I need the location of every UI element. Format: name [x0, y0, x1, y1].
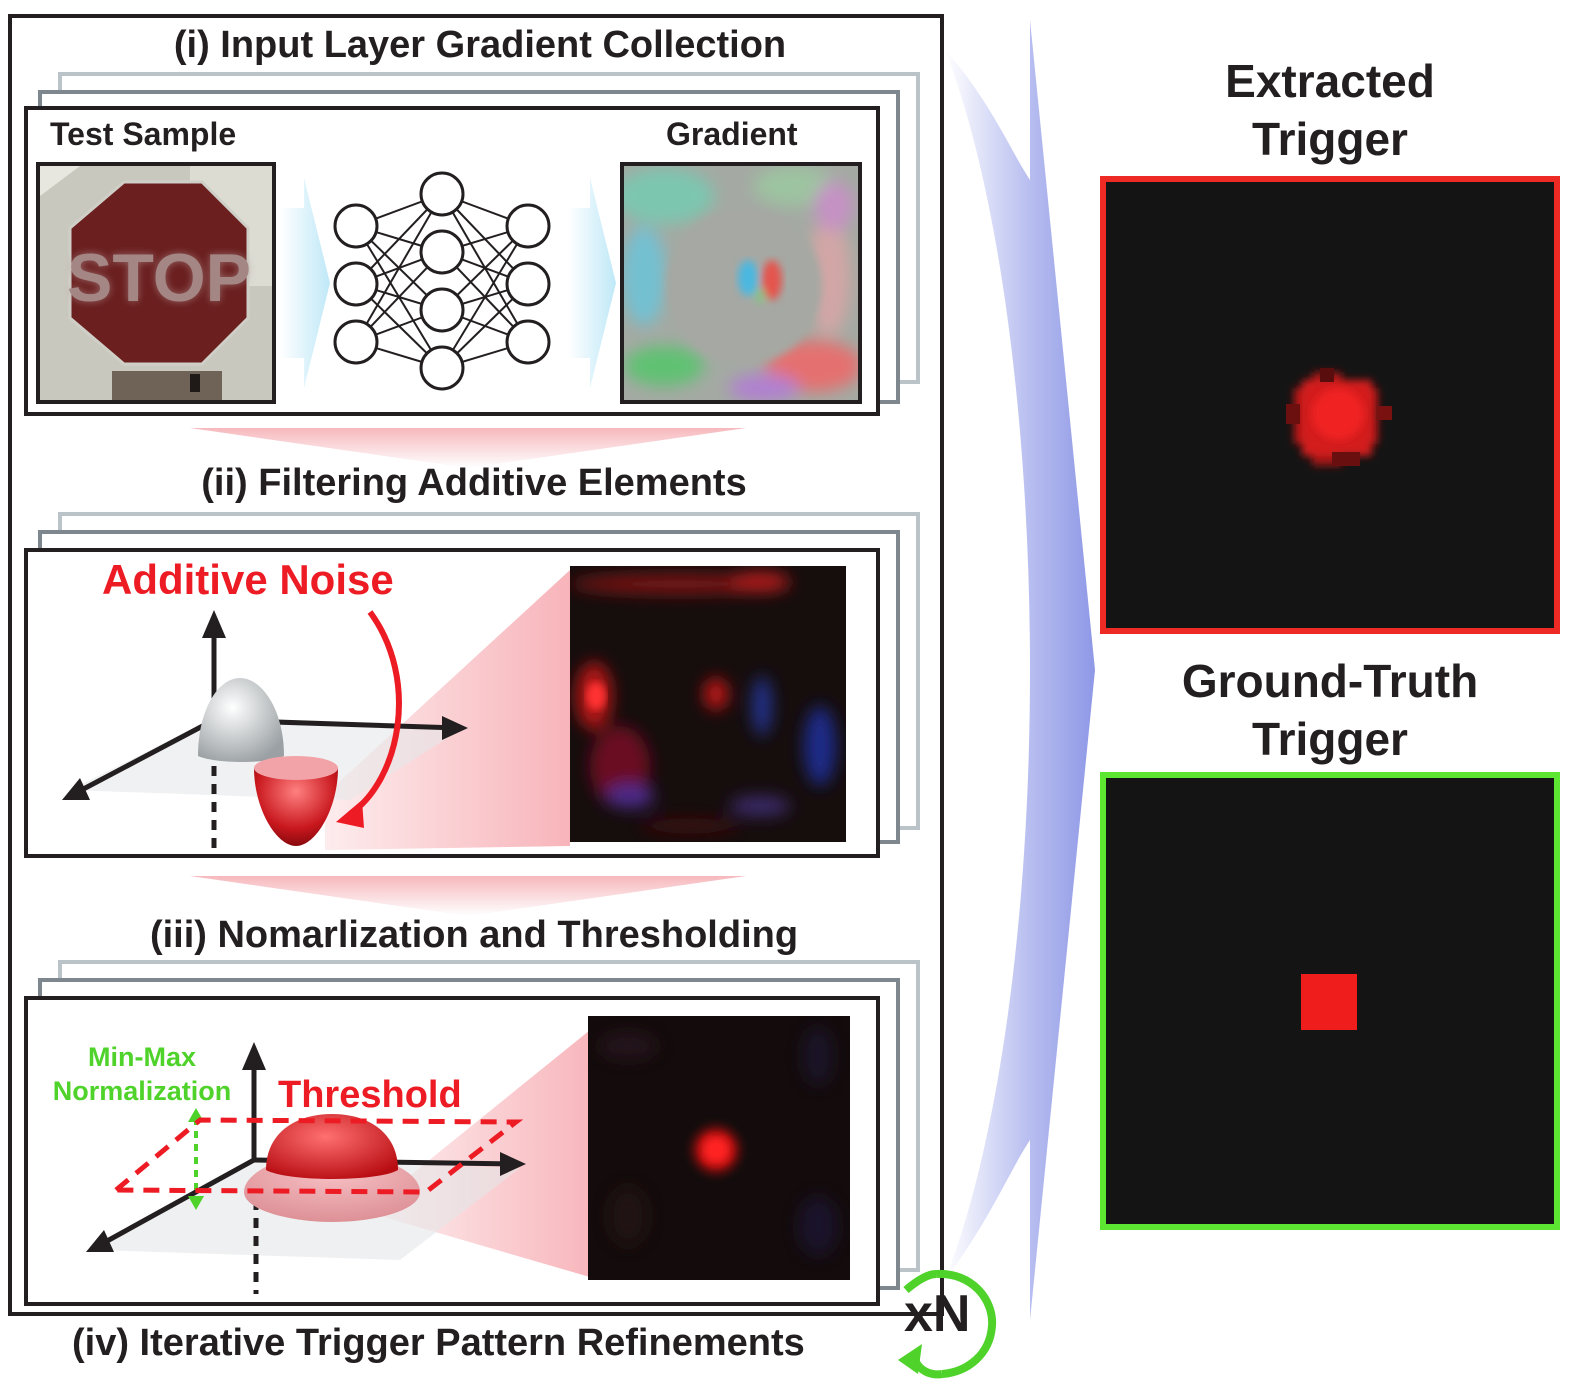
min-max-label: Min-Max Normalization: [36, 1040, 248, 1108]
ground-truth-trigger-line1: Ground-Truth: [1181, 655, 1479, 707]
iteration-loop-icon: [898, 1269, 997, 1379]
extracted-trigger-line2: Trigger: [1252, 113, 1408, 165]
gradient-heatmap-graphic: [624, 166, 858, 400]
stop-text-overlay: STOP: [67, 240, 251, 316]
flow-arrow-step2-to-step3: [190, 876, 746, 916]
main-flow-arrow: [945, 20, 1095, 1320]
extracted-trigger-blob: [1286, 368, 1392, 466]
thresholded-graphic: [588, 1016, 850, 1280]
test-sample-label: Test Sample: [50, 116, 237, 152]
ground-truth-trigger-title: Ground-Truth Trigger: [1100, 652, 1560, 768]
filtered-noise-graphic: [570, 566, 846, 842]
step2-title: (ii) Filtering Additive Elements: [201, 462, 747, 504]
flow-arrow-step1-to-step2: [190, 428, 746, 468]
filtered-noise-image: [570, 566, 846, 842]
iteration-label: xN: [904, 1285, 971, 1343]
extracted-trigger-line1: Extracted: [1225, 55, 1435, 107]
flow-arrow-to-network: [280, 178, 330, 388]
normalization-threshold-diagram: [86, 1022, 600, 1294]
extracted-trigger-image: [1100, 176, 1560, 634]
ground-truth-trigger-line2: Trigger: [1252, 713, 1408, 765]
extracted-trigger-title: Extracted Trigger: [1100, 52, 1560, 168]
ground-truth-trigger-image: [1100, 772, 1560, 1230]
flow-arrow-to-gradient: [568, 178, 616, 388]
stop-sign-graphic: STOP STOP: [40, 166, 272, 400]
neural-network-icon: [333, 171, 551, 391]
min-max-label-line2: Normalization: [52, 1076, 232, 1106]
stop-text: STOP: [67, 240, 251, 316]
additive-noise-diagram: [62, 570, 570, 854]
thresholded-image: [588, 1016, 850, 1280]
gradient-label: Gradient: [666, 116, 798, 152]
min-max-label-line1: Min-Max: [88, 1042, 196, 1072]
threshold-label: Threshold: [278, 1074, 462, 1116]
step4-title: (iv) Iterative Trigger Pattern Refinemen…: [72, 1322, 805, 1364]
test-sample-image: STOP STOP: [36, 162, 276, 404]
step1-title: (i) Input Layer Gradient Collection: [173, 24, 787, 66]
step3-title: (iii) Nomarlization and Thresholding: [149, 914, 799, 956]
additive-noise-label: Additive Noise: [102, 556, 394, 603]
ground-truth-trigger-square: [1301, 974, 1357, 1030]
gradient-image: [620, 162, 862, 404]
